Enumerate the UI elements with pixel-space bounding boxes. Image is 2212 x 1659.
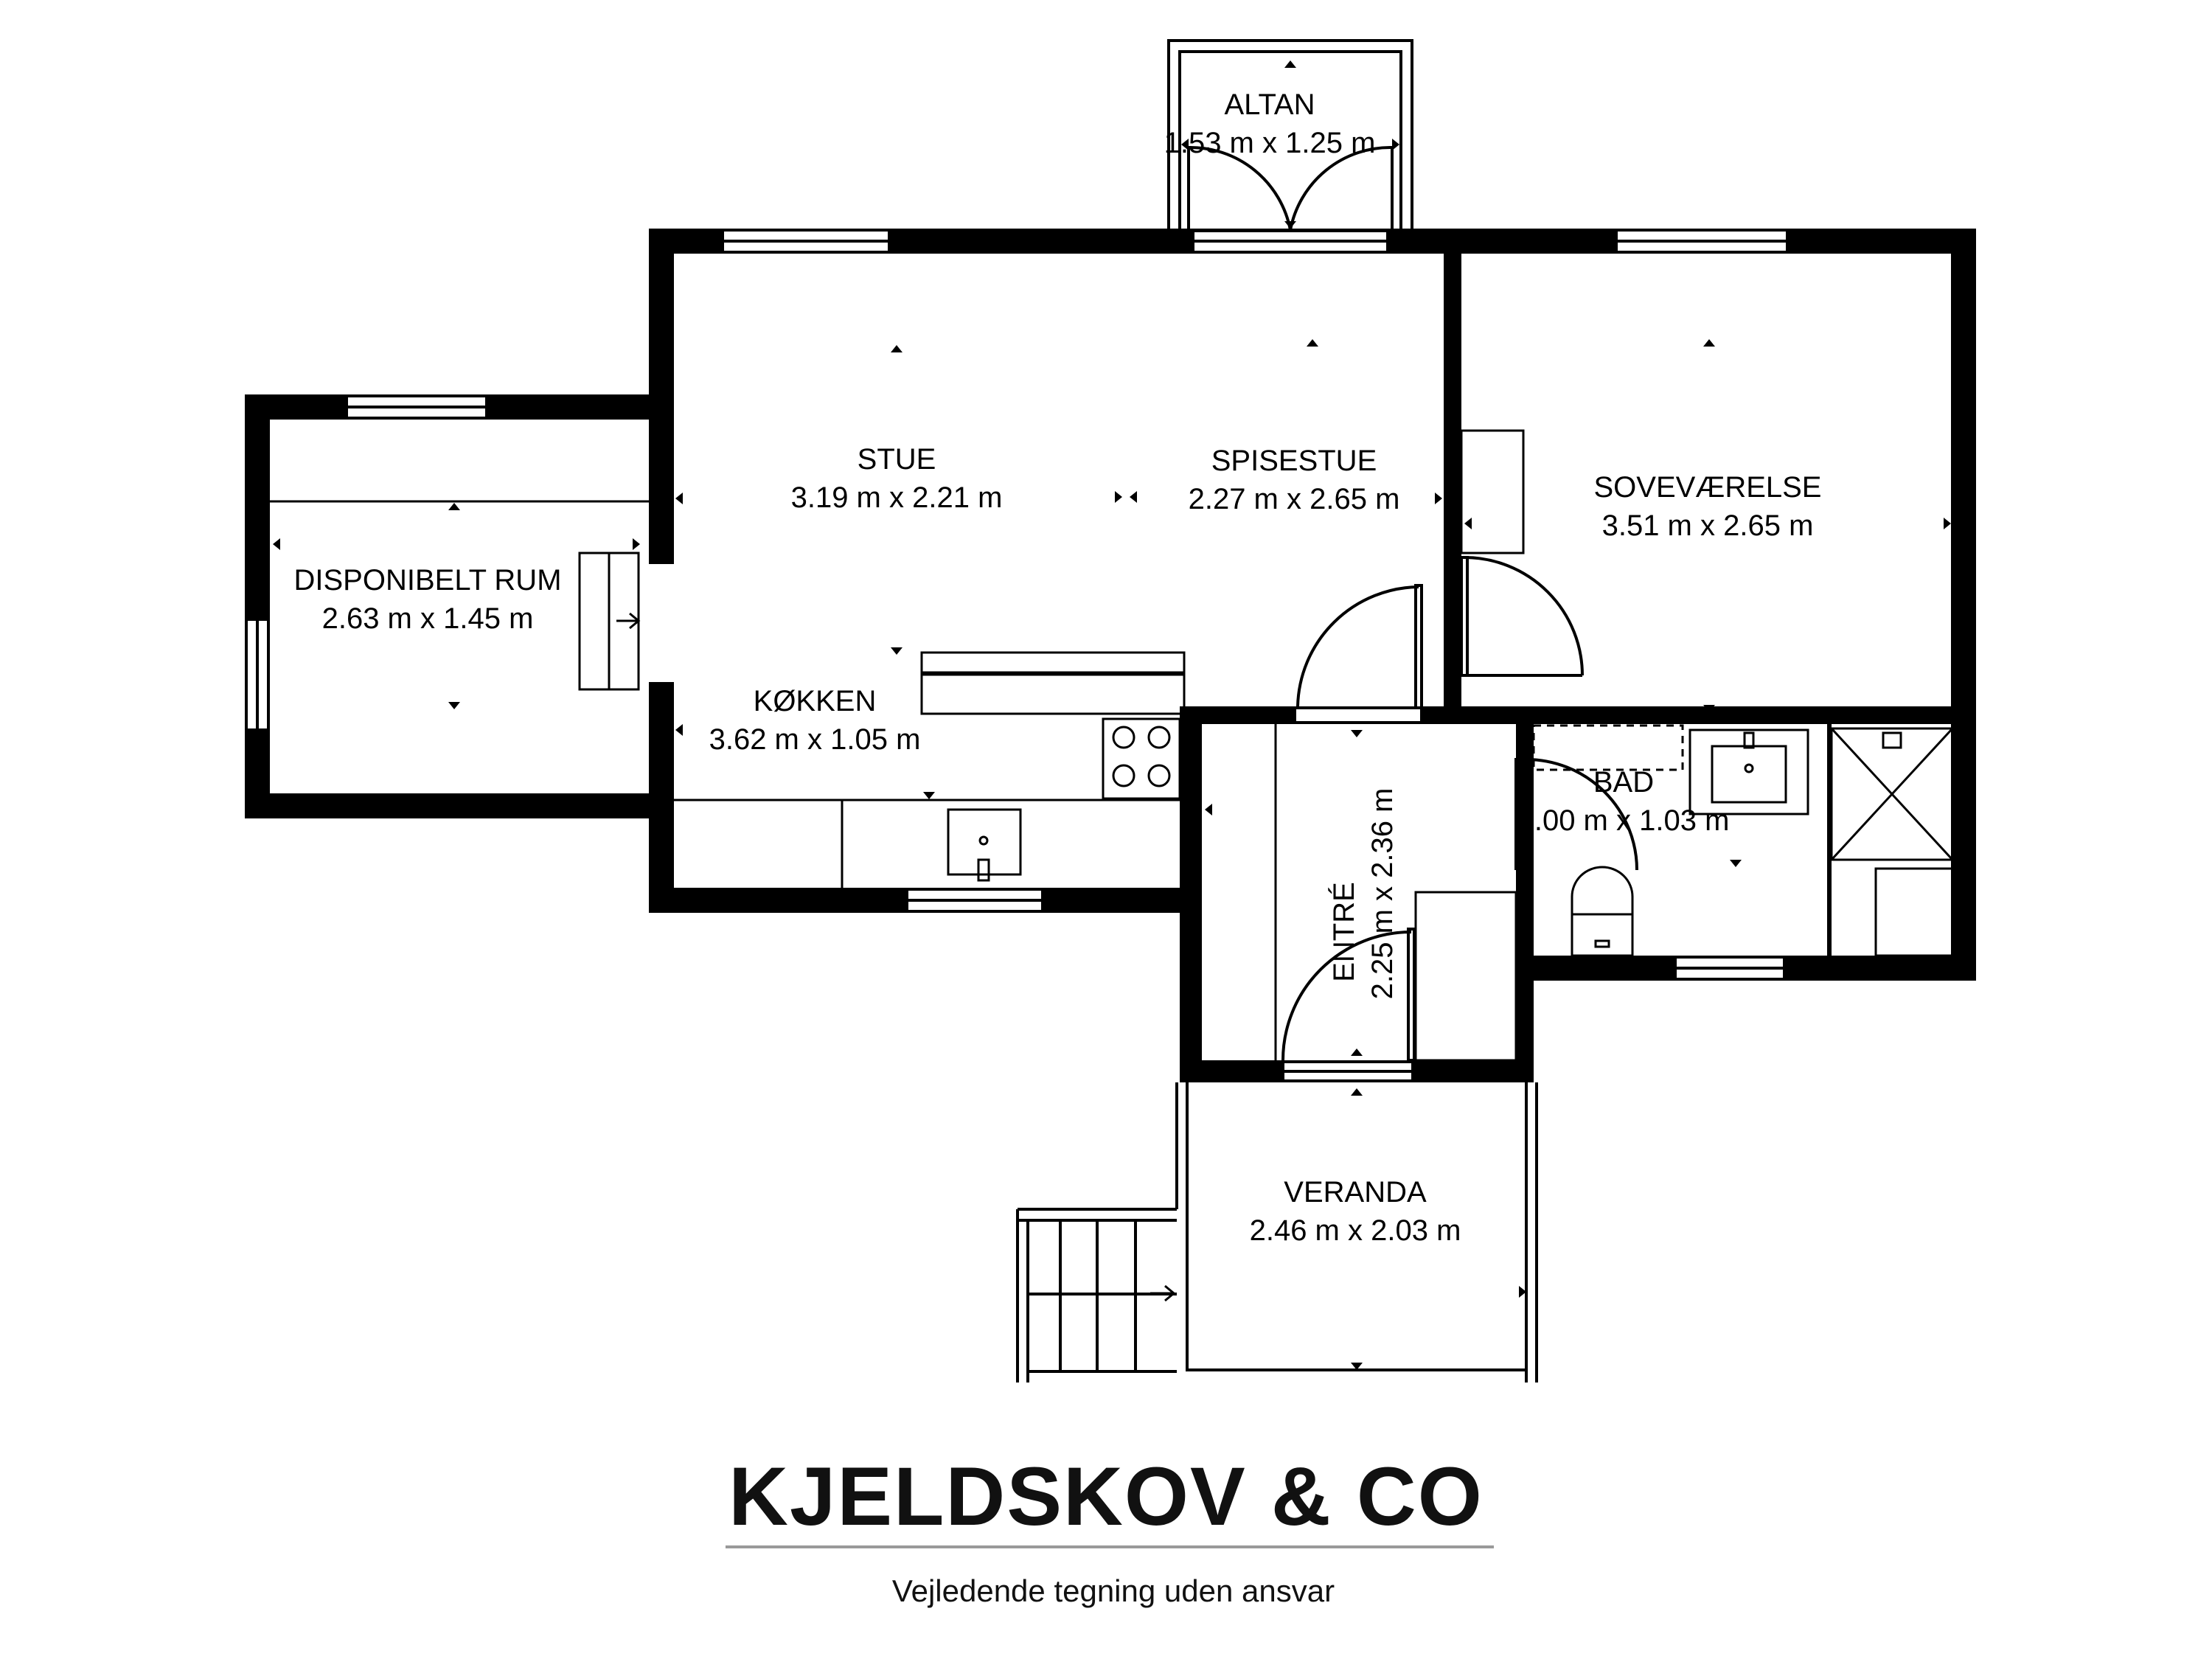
veranda-outline [1016,1082,1538,1382]
room-bad-name: BAD [1593,766,1654,799]
room-veranda-name: VERANDA [1284,1176,1427,1208]
brand-logo: KJELDSKOV & CO [728,1450,1484,1543]
room-sovevaerelse-size: 3.51 m x 2.65 m [1602,509,1814,542]
room-entre-size: 2.25 m x 2.36 m [1366,788,1399,1000]
room-bad-size: 3.00 m x 1.03 m [1518,804,1730,837]
room-disponibelt-name: DISPONIBELT RUM [293,564,561,597]
balcony-outline [1167,39,1413,232]
room-altan-name: ALTAN [1225,88,1315,121]
room-kokken-name: KØKKEN [754,685,877,717]
footer: KJELDSKOV & CO Vejledende tegning uden a… [726,1450,1494,1608]
room-stue-name: STUE [858,443,936,476]
room-entre-name: ENTRÉ [1327,882,1360,982]
room-altan-size: 1.53 m x 1.25 m [1164,127,1376,159]
room-disponibelt-size: 2.63 m x 1.45 m [322,602,534,635]
room-spisestue-name: SPISESTUE [1211,445,1377,477]
fixtures [270,429,1954,1062]
dimension-markers [273,60,1951,1370]
walls [245,229,1976,1082]
windows [245,229,1789,1082]
entry-arrows [616,612,1176,1302]
room-veranda-size: 2.46 m x 2.03 m [1250,1214,1461,1247]
room-sovevaerelse-name: SOVEVÆRELSE [1593,471,1821,504]
doors [1187,145,1638,1062]
room-kokken-size: 3.62 m x 1.05 m [709,723,921,756]
disclaimer-text: Vejledende tegning uden ansvar [892,1573,1335,1608]
room-labels: ALTAN 1.53 m x 1.25 m STUE 3.19 m x 2.21… [293,88,1821,1247]
room-stue-size: 3.19 m x 2.21 m [791,481,1003,514]
room-spisestue-size: 2.27 m x 2.65 m [1189,483,1400,515]
